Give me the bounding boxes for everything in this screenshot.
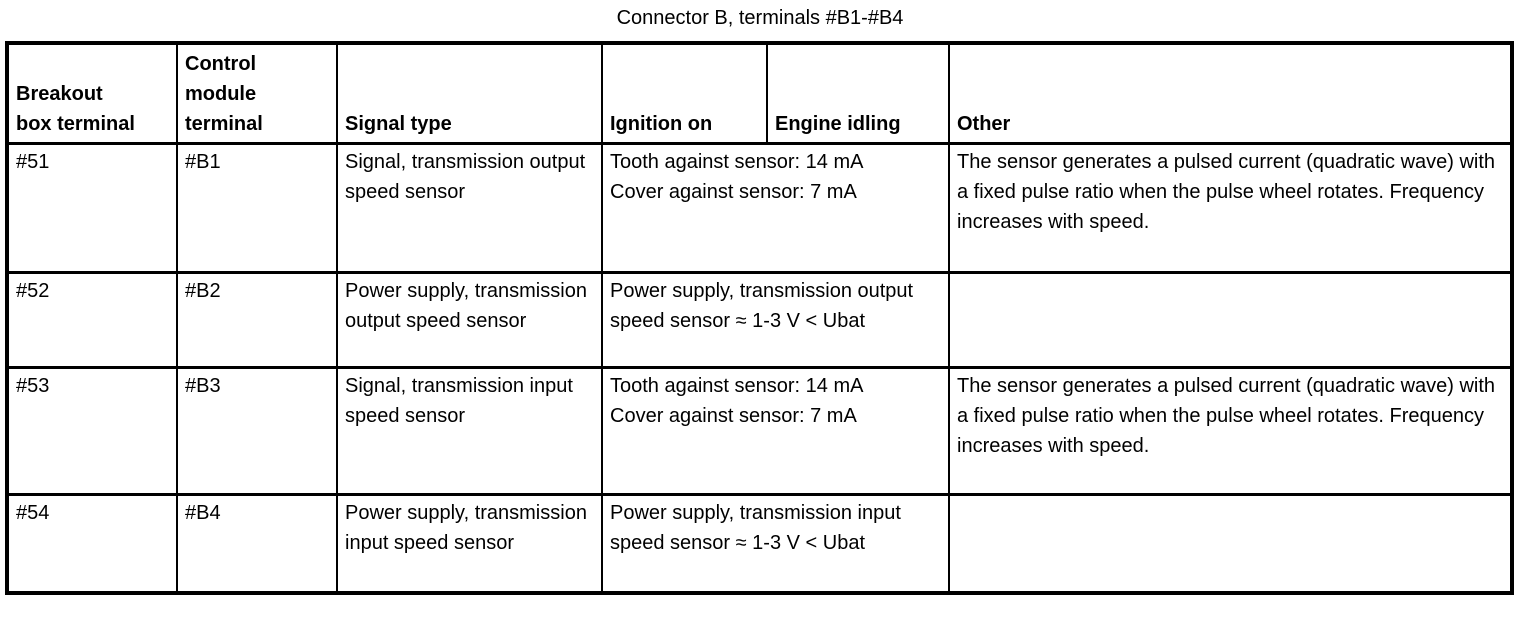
breakout-terminal-cell: #52: [6, 270, 178, 369]
ignition-idling-cell: Power supply, transmission input speed s…: [601, 492, 950, 595]
column-header-ignition-on: Ignition on: [601, 41, 768, 145]
ignition-idling-cell: Tooth against sensor: 14 mA Cover agains…: [601, 365, 950, 496]
table-row-b4: #54 #B4 Power supply, transmission input…: [6, 492, 1513, 595]
breakout-terminal-cell: #53: [6, 365, 178, 496]
column-header-control-module-terminal: Control module terminal: [176, 41, 338, 145]
module-terminal-cell: #B2: [176, 270, 338, 369]
column-header-other: Other: [948, 41, 1513, 145]
other-cell: The sensor generates a pulsed current (q…: [948, 141, 1513, 274]
module-terminal-cell: #B3: [176, 365, 338, 496]
column-header-signal-type: Signal type: [336, 41, 603, 145]
other-cell: [948, 270, 1513, 369]
column-header-breakout-box-terminal: Breakout box terminal: [6, 41, 178, 145]
breakout-terminal-cell: #51: [6, 141, 178, 274]
table-header-row: Breakout box terminal Control module ter…: [6, 41, 1513, 145]
signal-type-cell: Signal, transmission output speed sensor: [336, 141, 603, 274]
signal-type-cell: Power supply, transmission output speed …: [336, 270, 603, 369]
module-terminal-cell: #B1: [176, 141, 338, 274]
breakout-terminal-cell: #54: [6, 492, 178, 595]
column-header-engine-idling: Engine idling: [766, 41, 950, 145]
terminals-table: Breakout box terminal Control module ter…: [5, 41, 1514, 595]
other-cell: [948, 492, 1513, 595]
signal-type-cell: Signal, transmission input speed sensor: [336, 365, 603, 496]
ignition-idling-cell: Tooth against sensor: 14 mA Cover agains…: [601, 141, 950, 274]
signal-type-cell: Power supply, transmission input speed s…: [336, 492, 603, 595]
table-row-b2: #52 #B2 Power supply, transmission outpu…: [6, 270, 1513, 369]
module-terminal-cell: #B4: [176, 492, 338, 595]
table-row-b1: #51 #B1 Signal, transmission output spee…: [6, 141, 1513, 274]
table-row-b3: #53 #B3 Signal, transmission input speed…: [6, 365, 1513, 496]
other-cell: The sensor generates a pulsed current (q…: [948, 365, 1513, 496]
page-title: Connector B, terminals #B1-#B4: [616, 7, 904, 29]
ignition-idling-cell: Power supply, transmission output speed …: [601, 270, 950, 369]
